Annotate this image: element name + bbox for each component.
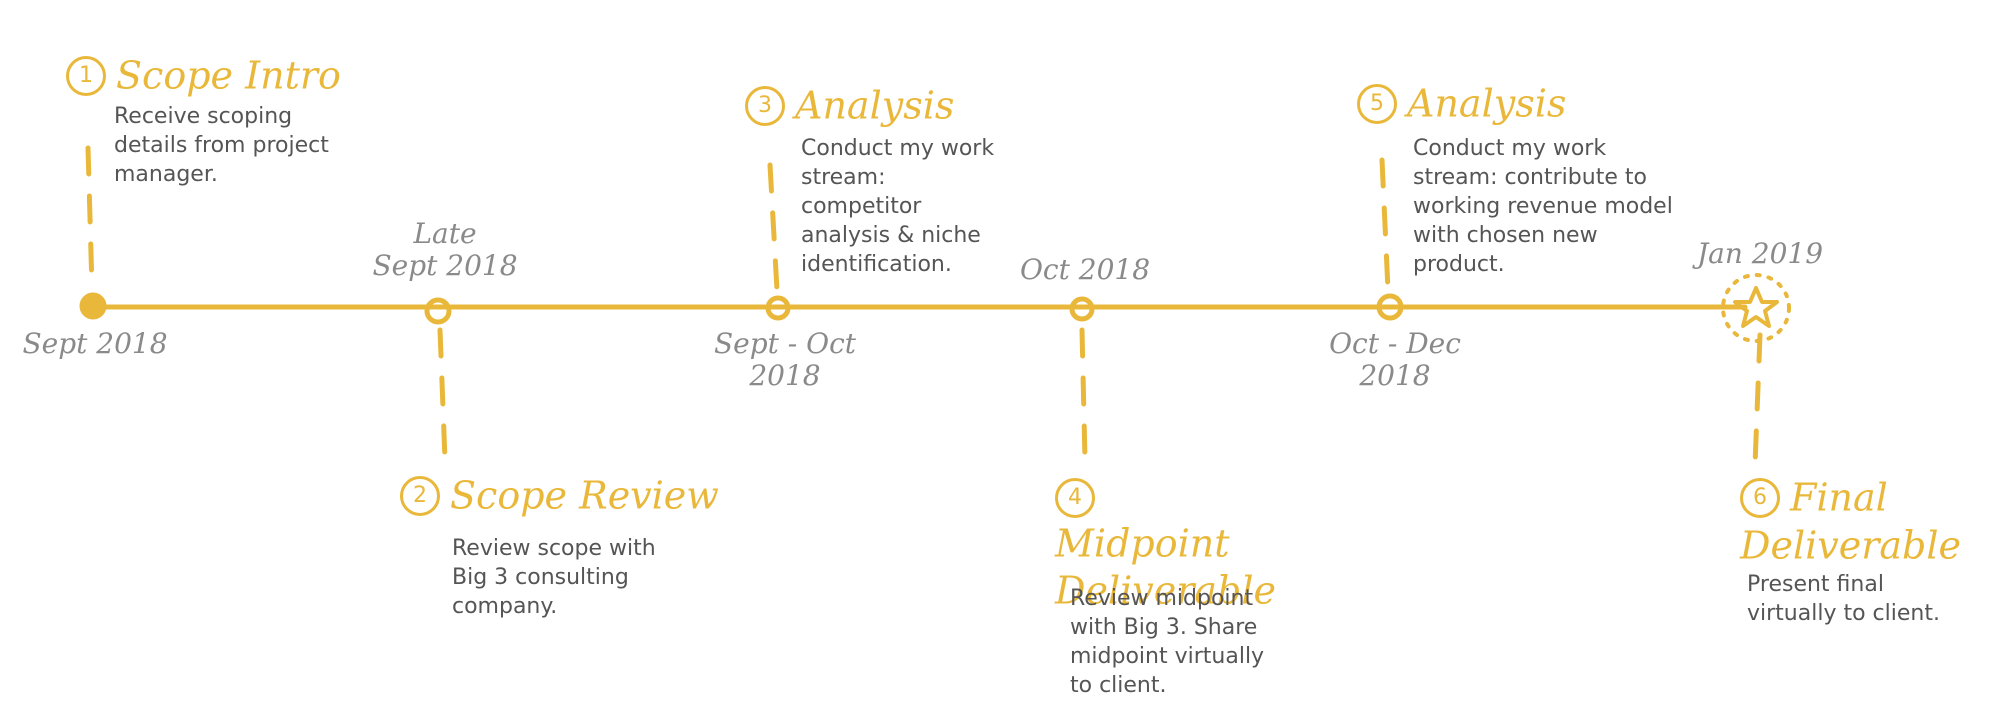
connector-step-1 (85, 145, 95, 291)
step-1-date: Sept 2018 (20, 328, 170, 360)
step-5-date-line2: 2018 (1359, 359, 1431, 392)
milestone-dot-4 (1069, 296, 1095, 322)
connector-step-6 (1752, 332, 1763, 468)
connector-step-3 (767, 162, 780, 293)
step-5-date-line1: Oct - Dec (1329, 327, 1461, 360)
step-6-number-badge: 6 (1740, 477, 1780, 518)
step-4-title-text: Midpoint Deliverable (1055, 521, 1277, 613)
step-6-title-text: Final Deliverable (1740, 475, 1962, 567)
step-4-title: 4Midpoint Deliverable (1055, 472, 1276, 613)
step-4-date-line1: Oct 2018 (1019, 253, 1151, 286)
connector-step-4 (1079, 327, 1088, 463)
step-3-date-line1: Sept - Oct (713, 327, 857, 360)
step-4-description: Review midpoint with Big 3. Share midpoi… (1070, 586, 1265, 698)
step-2-date-line2: Sept 2018 (372, 249, 518, 282)
step-1-number-badge: 1 (66, 55, 106, 96)
step-4-number-badge: 4 (1055, 477, 1095, 518)
step-1-date-line1: Sept 2018 (22, 327, 168, 360)
milestone-dot-2 (424, 297, 452, 325)
step-2-description: Review scope with Big 3 consulting compa… (452, 536, 656, 619)
step-5-title-text: Analysis (1407, 81, 1567, 126)
step-3-description: Conduct my work stream: competitor analy… (801, 136, 995, 277)
step-2-date-line1: Late (413, 217, 477, 250)
step-1-description: Receive scoping details from project man… (114, 104, 329, 187)
step-2-title-text: Scope Review (450, 473, 719, 518)
connector-step-5 (1379, 157, 1391, 293)
star-icon (1721, 273, 1791, 343)
step-5-date: Oct - Dec 2018 (1310, 328, 1480, 392)
milestone-dot-5 (1376, 293, 1404, 321)
step-1-title-text: Scope Intro (116, 53, 341, 98)
step-4-date: Oct 2018 (1005, 254, 1165, 286)
step-3-title-text: Analysis (795, 83, 955, 128)
step-3-date: Sept - Oct 2018 (700, 328, 870, 392)
connector-step-2 (437, 327, 448, 463)
step-2-number-badge: 2 (400, 475, 440, 516)
step-6-date-line1: Jan 2019 (1696, 237, 1824, 270)
step-3-date-line2: 2018 (749, 359, 821, 392)
step-2-date: Late Sept 2018 (360, 218, 530, 282)
step-3-number-badge: 3 (745, 85, 785, 126)
step-6-description: Present final virtually to client. (1747, 572, 1940, 626)
milestone-dot-3 (765, 295, 791, 321)
milestone-dot-1 (79, 292, 107, 320)
step-5-number-badge: 5 (1357, 83, 1397, 124)
step-6-date: Jan 2019 (1680, 238, 1840, 270)
step-5-description: Conduct my work stream: contribute to wo… (1413, 136, 1673, 277)
